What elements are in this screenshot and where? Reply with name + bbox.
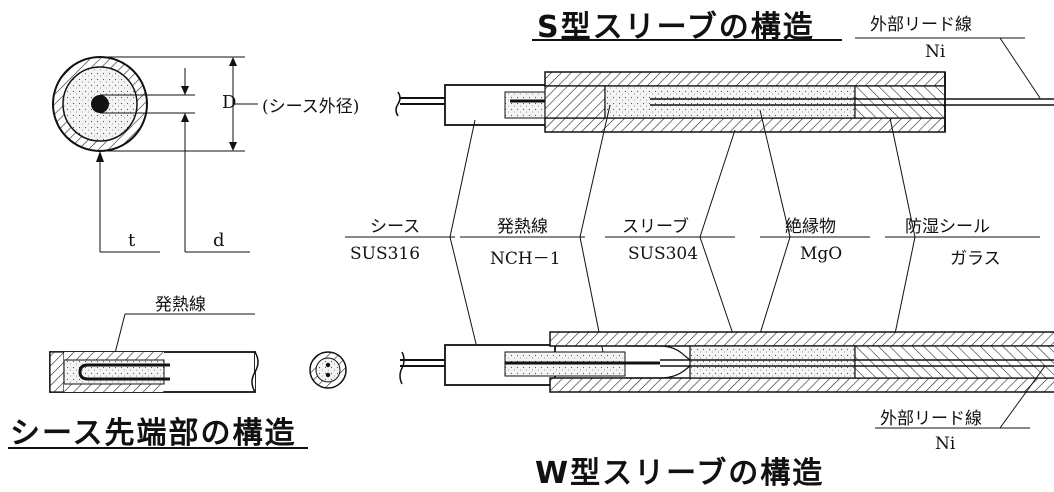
part-sleeve-name: スリーブ — [622, 217, 689, 237]
dim-D-label: D — [222, 92, 237, 113]
part-sheath-material: SUS316 — [350, 244, 421, 264]
tip-title: シース先端部の構造 — [10, 416, 297, 451]
sheath-tip-drawing — [49, 313, 347, 393]
part-heater-material: NCH－1 — [490, 249, 561, 269]
s-type-title: S型スリーブの構造 — [537, 10, 815, 45]
dim-t-label: t — [128, 230, 136, 251]
bottom-lead-label: 外部リード線 — [880, 409, 982, 429]
cross-section-drawing — [52, 56, 258, 253]
w-type-title: W型スリーブの構造 — [535, 456, 825, 491]
part-heater-name: 発熱線 — [497, 217, 548, 237]
part-sheath-name: シース — [370, 217, 421, 237]
tip-heater-label: 発熱線 — [155, 295, 206, 315]
part-sleeve-material: SUS304 — [628, 244, 699, 264]
part-insulator-name: 絶縁物 — [785, 217, 836, 237]
dim-D-note: (シース外径) — [262, 97, 360, 117]
s-type-sleeve-drawing — [395, 71, 1054, 133]
dim-d-label: d — [213, 230, 225, 251]
bottom-lead-material: Ni — [935, 434, 956, 454]
part-seal-name: 防湿シール — [905, 217, 990, 237]
part-seal-material: ガラス — [950, 249, 1001, 269]
part-insulator-material: MgO — [800, 244, 843, 264]
w-type-sleeve-drawing — [399, 331, 1054, 393]
top-lead-material: Ni — [925, 42, 946, 62]
top-lead-label: 外部リード線 — [870, 15, 972, 35]
part-leader-lines — [345, 104, 1040, 363]
